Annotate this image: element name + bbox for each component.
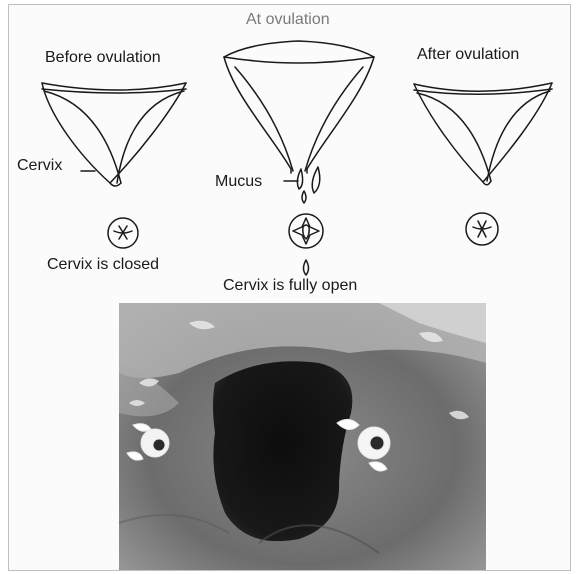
uterus-diagram [9,5,570,305]
uterus-after-ovulation [414,83,552,185]
uterus-at-ovulation [224,41,374,173]
cervix-open-at [289,214,323,248]
cervix-closed-after [466,213,498,245]
figure-frame: Before ovulation At ovulation After ovul… [8,4,571,571]
uterus-before-ovulation [42,83,186,186]
cervix-photograph [119,303,486,571]
cervix-photograph-image [119,303,486,571]
mucus-drops [284,167,320,275]
cervix-closed-before [108,218,138,248]
